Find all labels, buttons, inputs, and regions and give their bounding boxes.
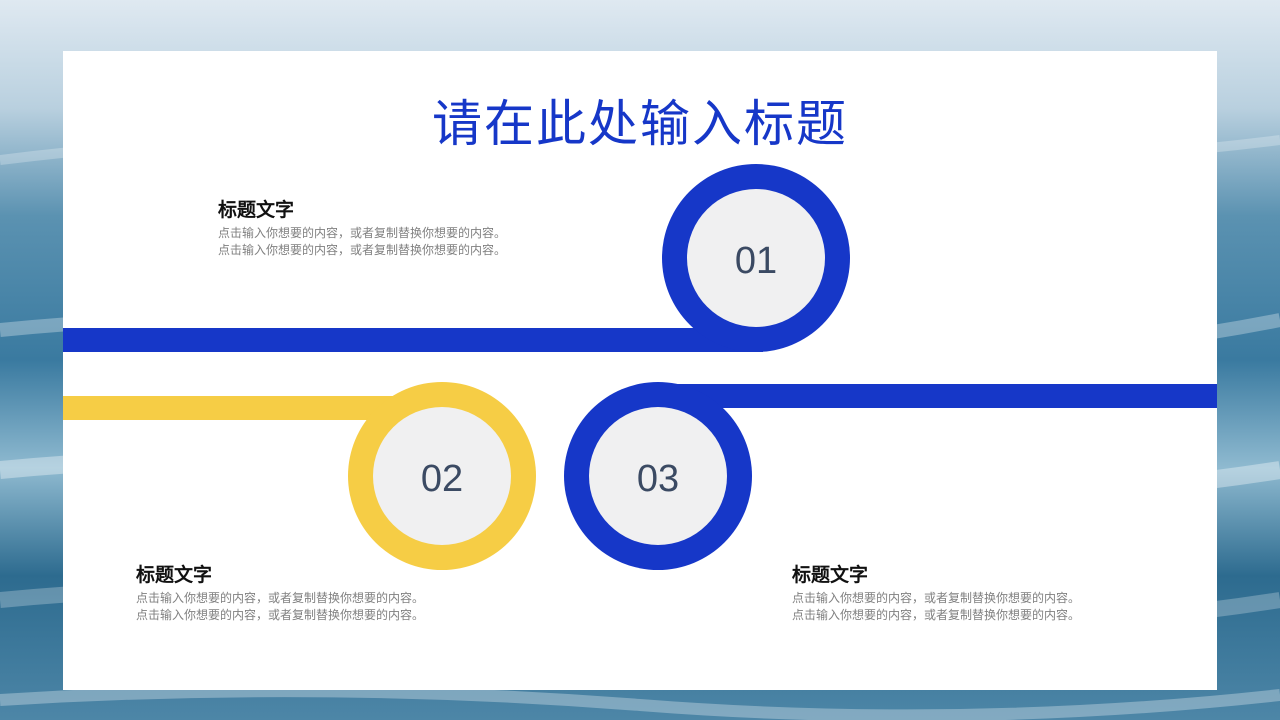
page-title: 请在此处输入标题 — [432, 95, 848, 153]
step-line-01-b: 点击输入你想要的内容，或者复制替换你想要的内容。 — [218, 243, 507, 257]
step-disc-01 — [687, 189, 825, 327]
step-number-01: 01 — [735, 240, 777, 282]
step-heading-02: 标题文字 — [136, 564, 213, 586]
step-line-03-b: 点击输入你想要的内容，或者复制替换你想要的内容。 — [792, 608, 1081, 622]
step-disc-03 — [589, 407, 727, 545]
step-number-03: 03 — [637, 458, 679, 500]
step-body-01: 点击输入你想要的内容，或者复制替换你想要的内容。 点击输入你想要的内容，或者复制… — [218, 225, 506, 259]
step-number-02: 02 — [421, 458, 463, 500]
step-heading-01: 标题文字 — [218, 199, 295, 221]
step-heading-03: 标题文字 — [792, 564, 869, 586]
step-body-03: 点击输入你想要的内容，或者复制替换你想要的内容。 点击输入你想要的内容，或者复制… — [792, 590, 1080, 624]
step-line-03-a: 点击输入你想要的内容，或者复制替换你想要的内容。 — [792, 591, 1081, 605]
step-line-01-a: 点击输入你想要的内容，或者复制替换你想要的内容。 — [218, 226, 507, 240]
connector-line-01 — [63, 328, 763, 352]
step-body-02: 点击输入你想要的内容，或者复制替换你想要的内容。 点击输入你想要的内容，或者复制… — [136, 590, 424, 624]
connector-line-03 — [658, 384, 1217, 408]
step-disc-02 — [373, 407, 511, 545]
step-line-02-b: 点击输入你想要的内容，或者复制替换你想要的内容。 — [136, 608, 425, 622]
content-card — [63, 51, 1217, 690]
step-line-02-a: 点击输入你想要的内容，或者复制替换你想要的内容。 — [136, 591, 425, 605]
